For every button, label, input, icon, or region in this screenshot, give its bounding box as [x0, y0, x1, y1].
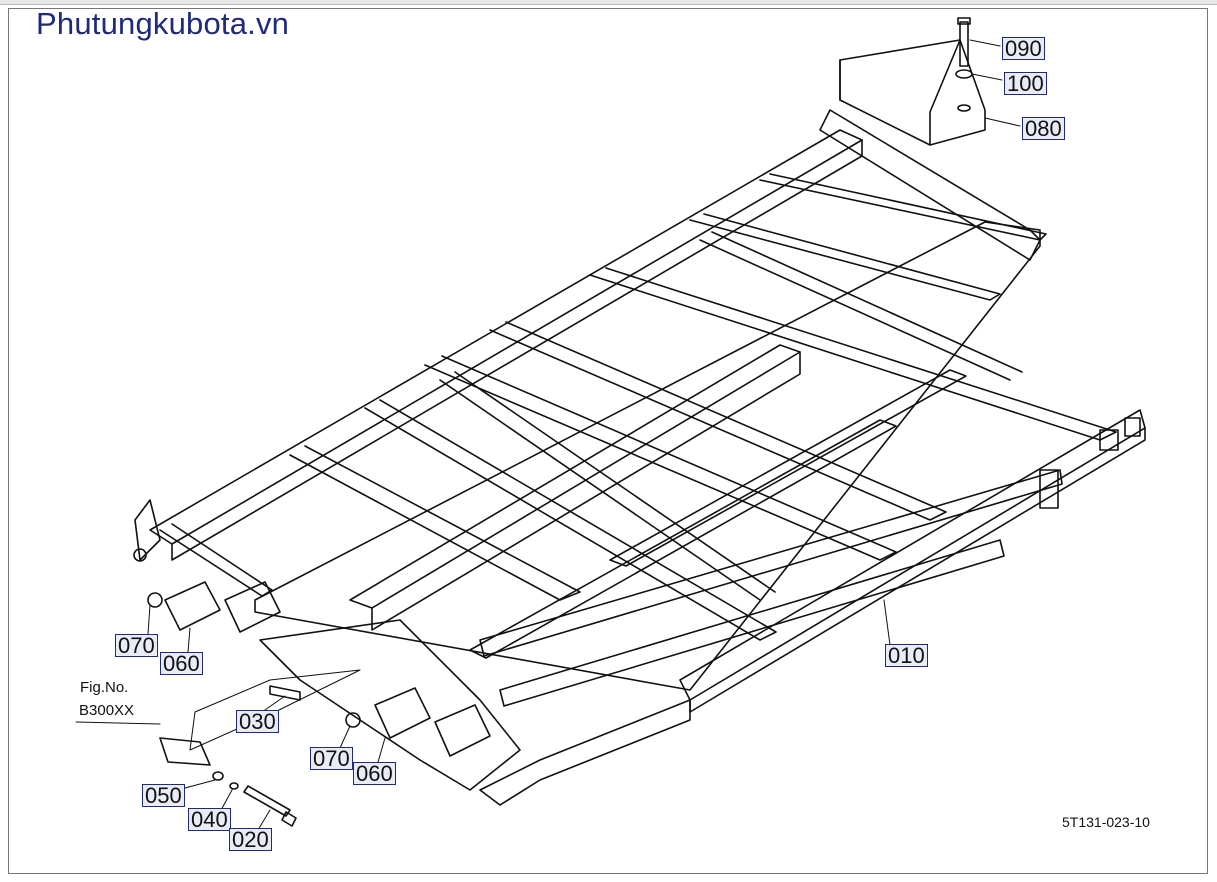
bushing-070b: [345, 712, 361, 728]
cross-member-7: [689, 213, 1001, 301]
callout-050[interactable]: 050: [142, 784, 185, 807]
cross-member-1: [159, 523, 273, 597]
right-side-rail: [254, 221, 1041, 691]
cross-member-5: [489, 321, 947, 521]
outer-beam-near: [479, 469, 1063, 657]
washer-050: [212, 771, 224, 781]
rear-left-bracket: [134, 499, 161, 561]
bushing-070a: [147, 592, 163, 608]
left-side-rail-bottom: [171, 139, 863, 561]
callout-070-upper[interactable]: 070: [115, 634, 158, 657]
front-bracket-3: [1124, 417, 1141, 437]
callout-020[interactable]: 020: [229, 828, 272, 851]
lower-body-left: [259, 619, 521, 791]
rear-cover-side: [839, 39, 961, 146]
drawing-frame: [8, 8, 1208, 874]
center-beam-b: [371, 351, 801, 631]
bolt-020: [243, 785, 297, 827]
bracket-b300xx: [159, 737, 211, 766]
callout-100[interactable]: 100: [1004, 72, 1047, 95]
cross-member-6: [589, 267, 1117, 441]
cross-member-2: [289, 445, 581, 601]
diagonal-rail-3: [699, 239, 1011, 381]
window-top-strip: [0, 0, 1217, 5]
cross-member-8: [759, 173, 1047, 241]
front-rail-bottom: [689, 427, 1146, 713]
callout-070-lower[interactable]: 070: [310, 747, 353, 770]
callout-090[interactable]: 090: [1002, 37, 1045, 60]
rear-left-eye: [133, 548, 147, 562]
figure-ref-code[interactable]: B300XX: [79, 702, 135, 719]
rear-cross-tube: [819, 109, 1041, 261]
center-beam-c: [469, 419, 897, 659]
callout-010[interactable]: 010: [885, 644, 928, 667]
front-bracket-1: [1039, 469, 1059, 509]
callout-060-lower[interactable]: 060: [353, 762, 396, 785]
lockwasher-040: [229, 782, 239, 790]
brand-logo-text: Phutungkubota.vn: [36, 6, 290, 41]
bolt-090: [957, 17, 971, 67]
figure-ref-label: Fig.No.: [80, 679, 129, 696]
diagonal-rail-1: [439, 379, 761, 601]
drawing-number: 5T131-023-10: [1062, 814, 1150, 830]
center-beam-a: [349, 344, 801, 609]
callout-040[interactable]: 040: [188, 808, 231, 831]
diagonal-rail-4: [711, 231, 1023, 373]
callout-030[interactable]: 030: [236, 710, 279, 733]
diagonal-rail-2: [454, 371, 776, 593]
front-bracket-2: [1099, 429, 1119, 451]
outer-beam-lower: [499, 539, 1005, 707]
washer-100: [955, 69, 973, 79]
center-beam-d: [609, 369, 967, 567]
clamp-060a: [164, 581, 221, 631]
callout-080[interactable]: 080: [1022, 117, 1065, 140]
callout-060-upper[interactable]: 060: [160, 652, 203, 675]
pin-030: [269, 685, 301, 701]
lower-body-right: [479, 699, 691, 806]
clamp-060b: [374, 687, 431, 739]
cross-member-3: [364, 399, 777, 641]
